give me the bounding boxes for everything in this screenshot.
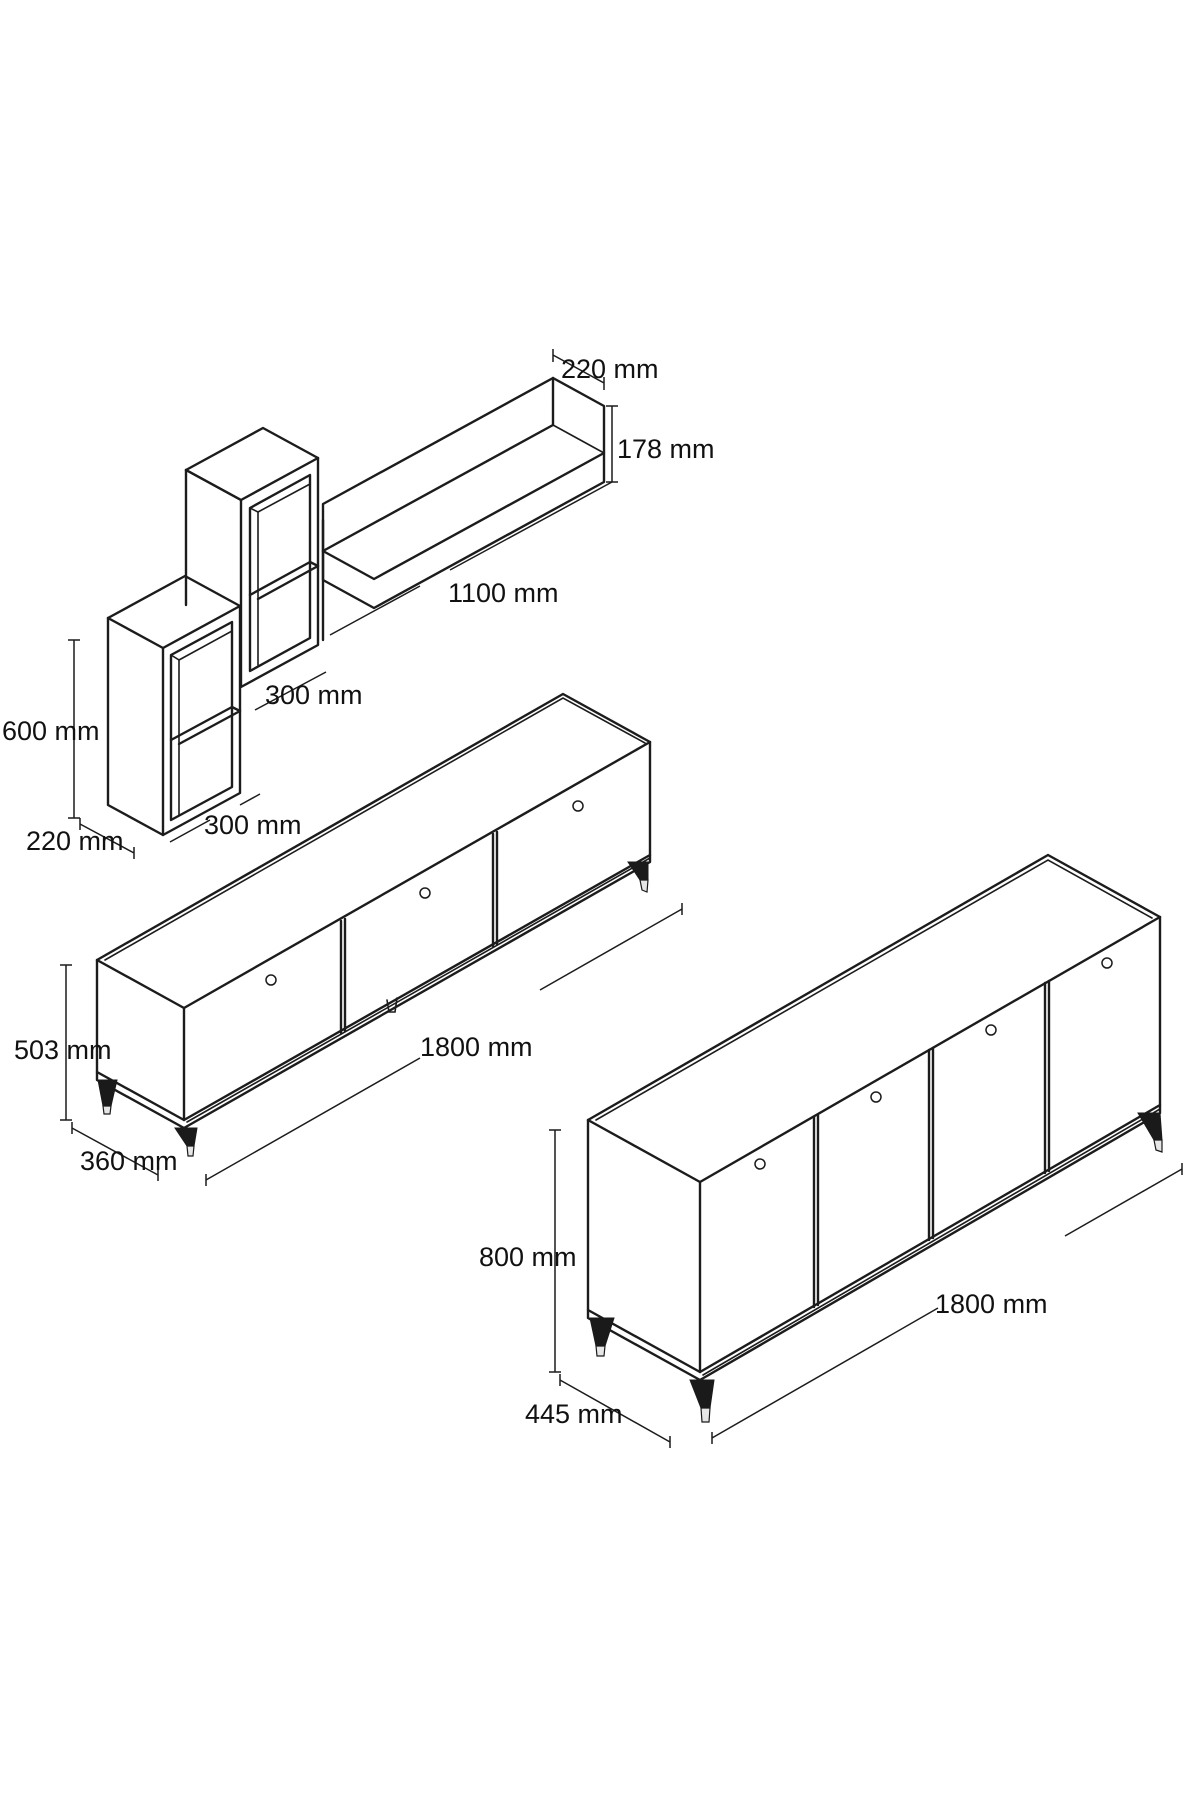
sideboard-knob-1 [754, 1158, 766, 1170]
lower-cube-shelf [106, 574, 242, 837]
label-cube-depth: 220 mm [26, 826, 124, 856]
tv-stand-leg-right [627, 861, 649, 881]
tv-stand [95, 692, 652, 1157]
label-tv-stand-depth: 360 mm [80, 1146, 178, 1176]
tv-stand-knob-middle [419, 887, 431, 899]
sideboard-knob-2 [870, 1091, 882, 1103]
label-cube-height: 600 mm [2, 716, 100, 746]
label-tv-stand-height: 503 mm [14, 1035, 112, 1065]
label-shelf-length: 1100 mm [448, 578, 559, 608]
sideboard-knob-3 [985, 1024, 997, 1036]
label-sideboard-height: 800 mm [479, 1242, 577, 1272]
label-shelf-height: 178 mm [617, 434, 715, 464]
label-tv-stand-length: 1800 mm [420, 1032, 533, 1062]
upper-cube-shelf [184, 426, 320, 689]
label-upper-cube-width: 300 mm [265, 680, 363, 710]
dimension-labels: 220 mm 178 mm 1100 mm 300 mm 600 mm 220 … [2, 354, 1048, 1429]
sideboard [586, 853, 1163, 1423]
sideboard-leg-back-left [589, 1317, 615, 1347]
label-sideboard-depth: 445 mm [525, 1399, 623, 1429]
long-wall-shelf [321, 376, 606, 642]
sideboard-dimension-lines [549, 1129, 1183, 1448]
tv-stand-knob-right [572, 800, 584, 812]
tv-stand-knob-left [265, 974, 277, 986]
sideboard-leg-right [1137, 1112, 1163, 1141]
tv-stand-leg-back-left [97, 1079, 118, 1107]
label-shelf-depth: 220 mm [561, 354, 659, 384]
label-sideboard-length: 1800 mm [935, 1289, 1048, 1319]
label-lower-cube-width: 300 mm [204, 810, 302, 840]
tv-stand-dimension-lines [60, 903, 683, 1186]
sideboard-knob-4 [1101, 957, 1113, 969]
sideboard-leg-front-left [689, 1379, 715, 1409]
tv-stand-leg-front-left [174, 1127, 198, 1147]
wall-unit-dimension-lines [68, 349, 618, 859]
